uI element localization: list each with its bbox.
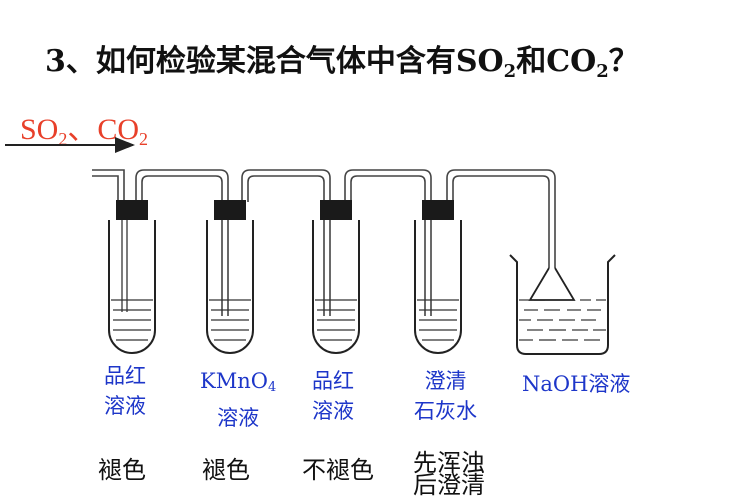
beaker: [509, 254, 616, 355]
title-suffix: ？: [608, 44, 639, 79]
liquid-3: [315, 299, 357, 341]
title-mid: 和CO: [516, 44, 597, 79]
gas-co-sub: 2: [139, 129, 149, 149]
reagent-line1: KMnO4: [200, 366, 276, 403]
liquid-1: [111, 299, 153, 341]
gas-so: SO: [20, 113, 59, 146]
test-tube-2: [206, 200, 254, 354]
reagent-line2: 溶液: [104, 394, 146, 418]
stopper-2: [214, 200, 246, 220]
gas-so-sub: 2: [58, 129, 68, 149]
stopper-4: [422, 200, 454, 220]
reagent-formula: KMnO: [200, 369, 268, 393]
reagent-line1: 澄清: [424, 369, 467, 393]
reagent-label-beaker: NaOH溶液: [522, 369, 630, 399]
title-prefix: 3、如何检验某混合气体中含有SO: [45, 44, 504, 79]
result-tube-4: 先浑浊 后澄清: [413, 449, 485, 499]
reagent-line2: 溶液: [217, 406, 260, 430]
inverted-funnel: [528, 267, 576, 301]
reagent-label-tube-2: KMnO4 溶液: [200, 366, 276, 433]
title-sub1: 2: [503, 61, 517, 82]
liquid-2: [209, 299, 251, 341]
reagent-label-tube-4: 澄清 石灰水: [414, 366, 477, 426]
test-tube-4: [414, 200, 462, 354]
reagent-formula-sub: 4: [267, 380, 277, 395]
liquid-4: [417, 299, 459, 341]
test-tube-1: [108, 200, 156, 354]
reagent-label-tube-1: 品红 溶液: [104, 361, 146, 421]
test-tube-3: [312, 200, 360, 354]
result-line2: 后澄清: [413, 471, 485, 499]
result-tube-3: 不褪色: [302, 456, 374, 484]
reagent-line1: 品红: [312, 369, 354, 393]
beaker-reagent: NaOH溶液: [522, 372, 631, 396]
title-sub2: 2: [596, 61, 609, 82]
connecting-tubes: [92, 169, 556, 316]
inner-tube-1: [121, 218, 128, 312]
stopper-3: [320, 200, 352, 220]
reagent-label-tube-3: 品红 溶液: [312, 366, 354, 426]
gas-separator: 、: [67, 113, 98, 146]
result-tube-2: 褪色: [202, 456, 250, 484]
result-line1: 先浑浊: [413, 449, 485, 477]
reagent-line2: 溶液: [312, 399, 354, 423]
reagent-line1: 品红: [104, 364, 146, 388]
result-tube-1: 褪色: [98, 456, 146, 484]
reagent-line2: 石灰水: [414, 399, 477, 423]
stopper-1: [116, 200, 148, 220]
beaker-liquid: [519, 299, 606, 341]
page-title: 3、如何检验某混合气体中含有SO2和CO2？: [45, 36, 639, 82]
